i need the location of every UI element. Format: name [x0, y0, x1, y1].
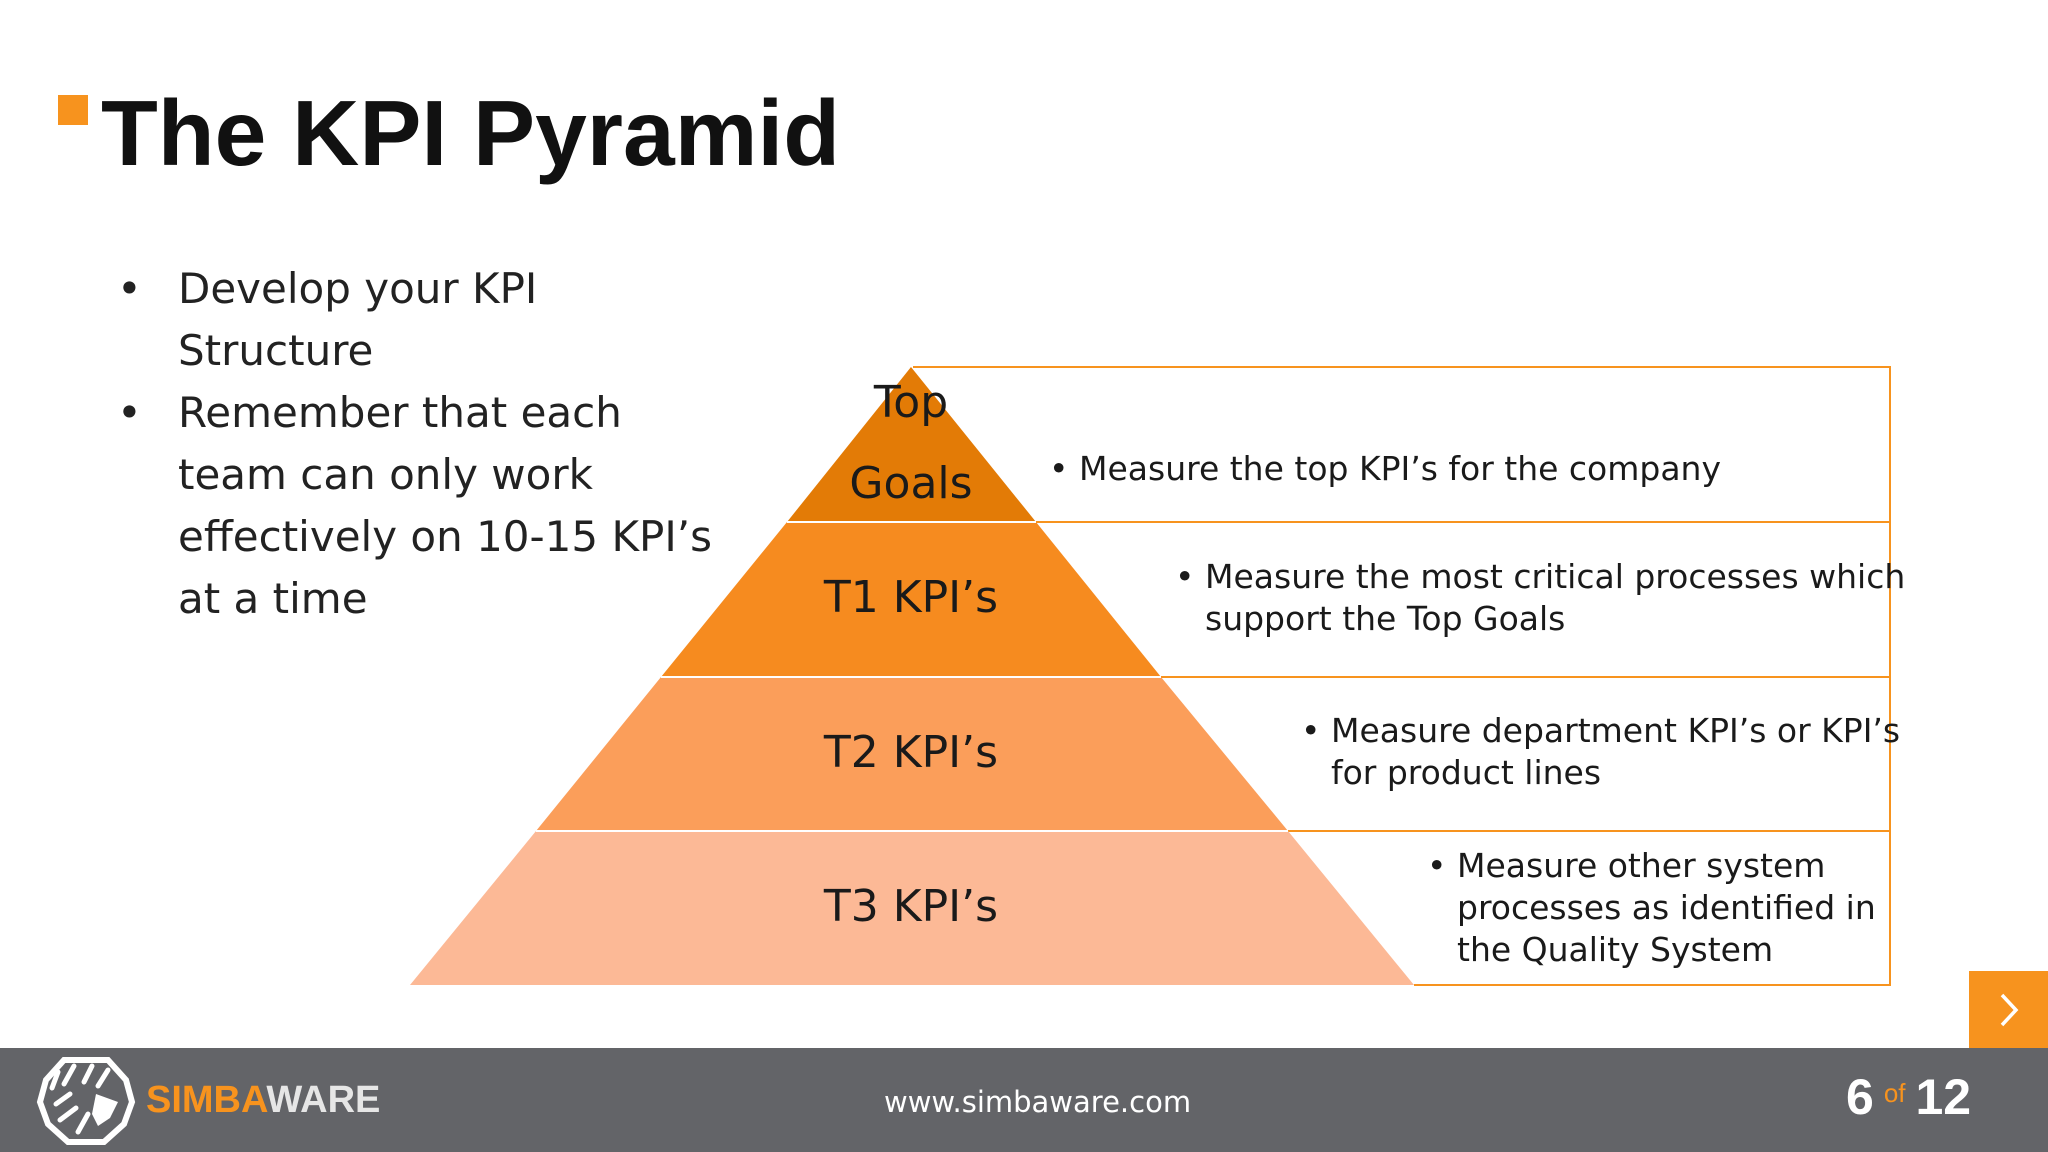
pyramid-tier-top [787, 367, 1036, 522]
tier-description-text: Measure the top KPI’s for the company [1079, 449, 1722, 488]
chevron-right-icon [2000, 993, 2019, 1027]
tier-label-t1: T1 KPI’s [823, 572, 999, 623]
footer-bar [0, 1048, 2048, 1152]
pyramid-tier-t2 [536, 677, 1288, 831]
bullet-text: Remember that each team can only work ef… [178, 388, 712, 623]
tier-description-text: Measure department KPI’s or KPI’s for pr… [1331, 711, 1901, 792]
next-slide-button[interactable] [1969, 971, 2048, 1049]
kpi-pyramid-diagram [410, 366, 1891, 986]
slide-title: The KPI Pyramid [101, 81, 841, 185]
lion-logo-icon [36, 1057, 136, 1145]
tier-label-t2: T2 KPI’s [823, 727, 999, 778]
page-indicator: 6 of 12 [1846, 1067, 1971, 1127]
website-url: www.simbaware.com [884, 1085, 1192, 1119]
tier-description-top: • Measure the top KPI’s for the company [1049, 448, 1779, 490]
pyramid-tier-t1 [661, 522, 1161, 677]
page-of-label: of [1883, 1078, 1906, 1108]
bullet-dot: • [1049, 449, 1069, 488]
bullet-item: • Develop your KPI Structure [112, 258, 732, 382]
bullet-item: • Remember that each team can only work e… [112, 382, 732, 630]
bullet-text: Develop your KPI Structure [178, 264, 538, 375]
brand-part1: SIMBA [146, 1079, 267, 1121]
tier-description-t3: • Measure other system processes as ident… [1427, 845, 1917, 971]
bullet-dot: • [1301, 711, 1321, 750]
title-marker [58, 95, 88, 125]
tier-label-top-line2: Goals [849, 458, 973, 509]
brand-part2: WARE [266, 1079, 381, 1121]
tier-label-t3: T3 KPI’s [823, 881, 999, 932]
brand-wordmark: SIMBAWARE [146, 1077, 380, 1123]
tier-description-text: Measure other system processes as identi… [1457, 846, 1876, 969]
tier-description-t2: • Measure department KPI’s or KPI’s for p… [1301, 710, 1921, 794]
pyramid-tier-t3 [410, 831, 1414, 985]
total-pages: 12 [1915, 1069, 1972, 1125]
bullet-dot: • [117, 264, 142, 313]
bullet-dot: • [117, 388, 142, 437]
tier-description-text: Measure the most critical processes whic… [1205, 557, 1906, 638]
tier-label-top-line1: Top [873, 377, 949, 428]
bullet-dot: • [1427, 846, 1447, 885]
tier-description-t1: • Measure the most critical processes whi… [1175, 556, 1915, 640]
bullet-dot: • [1175, 557, 1195, 596]
bullet-list: • Develop your KPI Structure • Remember th… [112, 258, 732, 630]
current-page: 6 [1846, 1069, 1874, 1125]
